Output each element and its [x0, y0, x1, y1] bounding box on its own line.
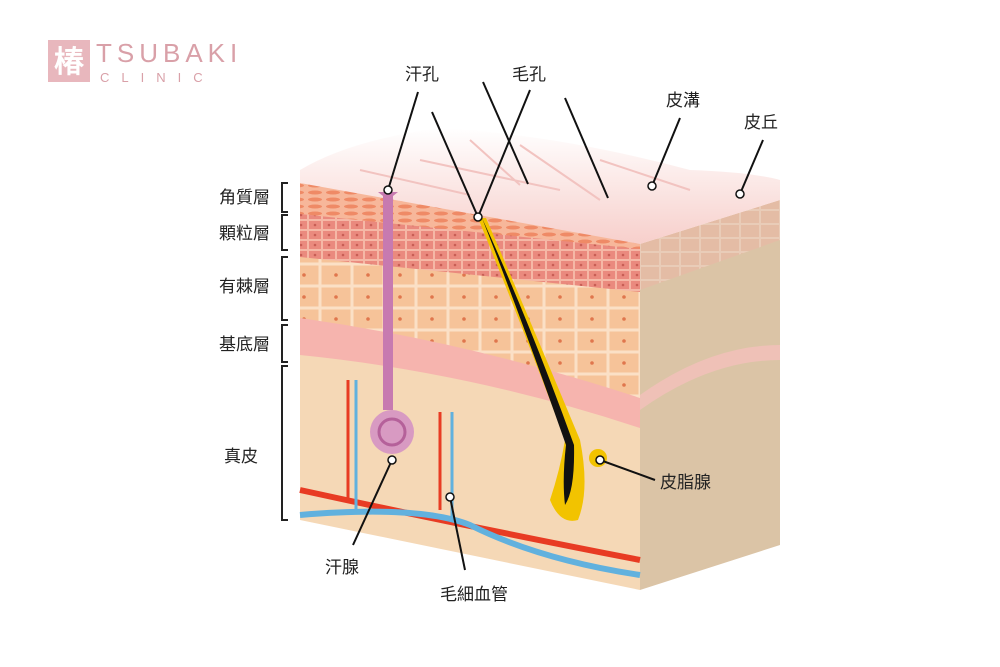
- label-granular: 顆粒層: [219, 224, 270, 244]
- layer-labels: 角質層 顆粒層 有棘層 基底層 真皮: [219, 188, 270, 467]
- label-hair-pore: 毛孔: [512, 65, 546, 85]
- dot-hair-pore: [474, 213, 482, 221]
- dot-capillary: [446, 493, 454, 501]
- bracket-dermis: [282, 366, 288, 520]
- skin-block: [300, 128, 780, 590]
- logo-name: TSUBAKI: [96, 38, 242, 68]
- logo-kanji: 椿: [54, 45, 85, 80]
- label-sebaceous: 皮脂腺: [660, 473, 711, 493]
- label-basal: 基底層: [219, 335, 270, 355]
- label-corneum: 角質層: [219, 188, 270, 208]
- sweat-gland-coil: [370, 410, 414, 454]
- label-skin-ridge: 皮丘: [744, 113, 778, 133]
- clinic-logo: 椿 TSUBAKI CLINIC: [48, 38, 242, 85]
- bracket-basal: [282, 325, 288, 362]
- bracket-granular: [282, 215, 288, 250]
- logo-sub: CLINIC: [100, 70, 215, 85]
- layer-brackets: [282, 183, 288, 520]
- dot-skin-groove: [648, 182, 656, 190]
- label-dermis: 真皮: [224, 447, 258, 467]
- dot-sebaceous: [596, 456, 604, 464]
- dot-sweat-pore: [384, 186, 392, 194]
- bracket-corneum: [282, 183, 288, 212]
- label-sweat-gland: 汗腺: [325, 558, 359, 578]
- label-capillary: 毛細血管: [440, 585, 508, 605]
- label-skin-groove: 皮溝: [666, 91, 700, 111]
- label-spinous: 有棘層: [219, 277, 270, 297]
- dot-sweat-gland: [388, 456, 396, 464]
- dot-skin-ridge: [736, 190, 744, 198]
- label-sweat-pore: 汗孔: [405, 65, 439, 85]
- bracket-spinous: [282, 257, 288, 320]
